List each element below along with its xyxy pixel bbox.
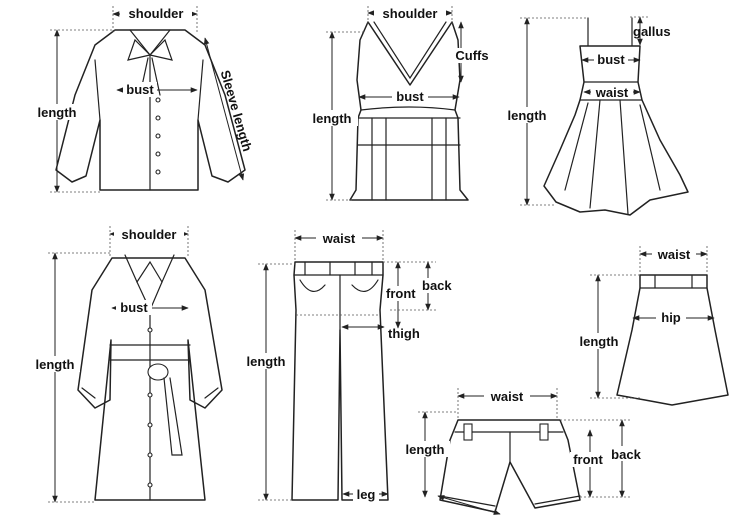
- pants-back-label: back: [422, 278, 452, 293]
- shirt-length-dim: length: [32, 29, 115, 193]
- skirt-waist-label: waist: [657, 247, 691, 262]
- pants-drawing: [291, 261, 389, 501]
- tank-cuffs-label: Cuffs: [455, 48, 488, 63]
- dress-drawing: [543, 17, 689, 216]
- shorts-waist-dim: waist: [457, 388, 558, 420]
- coat-shoulder-label: shoulder: [122, 227, 177, 242]
- skirt-hip-label: hip: [661, 310, 681, 325]
- shirt-bust-dim: bust: [116, 82, 198, 97]
- pants-length-label: length: [247, 354, 286, 369]
- dress-bust-dim: bust: [581, 52, 641, 67]
- tank-length-label: length: [313, 111, 352, 126]
- coat-bust-label: bust: [120, 300, 148, 315]
- shirt-buttons: [155, 97, 161, 175]
- shorts-front-label: front: [573, 452, 603, 467]
- skirt-drawing: [616, 274, 729, 406]
- pants-back-dim: back: [383, 261, 461, 311]
- pants-leg-dim: leg: [342, 487, 389, 502]
- coat-length-dim: length: [30, 252, 110, 503]
- shorts-length-label: length: [406, 442, 445, 457]
- shirt-bust-label: bust: [126, 82, 154, 97]
- dress-length-dim: length: [502, 17, 588, 206]
- shirt-drawing: [55, 29, 246, 191]
- dress-length-label: length: [508, 108, 547, 123]
- tank-bust-label: bust: [396, 89, 424, 104]
- dress-bust-label: bust: [597, 52, 625, 67]
- shorts-drawing: [439, 419, 581, 513]
- shorts-length-dim: length: [400, 411, 458, 498]
- dress-gallus-dim: gallus: [630, 16, 671, 46]
- skirt-length-label: length: [580, 334, 619, 349]
- pants-waist-dim: waist: [294, 230, 384, 262]
- shirt-shoulder-label: shoulder: [129, 6, 184, 21]
- pants-thigh-dim: thigh: [341, 324, 420, 341]
- skirt-length-dim: length: [574, 274, 640, 399]
- dress-gallus-label: gallus: [633, 24, 671, 39]
- coat-shoulder-dim: shoulder: [109, 226, 189, 258]
- shirt-shoulder-dim: shoulder: [112, 5, 198, 32]
- coat-buttons: [147, 327, 153, 488]
- pants-leg-label: leg: [357, 487, 376, 502]
- dress-waist-label: waist: [595, 85, 629, 100]
- shorts-back-dim: back: [560, 419, 646, 498]
- coat-drawing: [77, 254, 223, 501]
- coat-bust-dim: bust: [111, 300, 189, 315]
- tank-drawing: [349, 21, 469, 201]
- pants-front-dim: front: [386, 261, 420, 329]
- pants-front-label: front: [386, 286, 416, 301]
- pants-length-dim: length: [241, 263, 295, 501]
- tank-cuffs-dim: Cuffs: [451, 21, 493, 83]
- skirt-waist-dim: waist: [639, 246, 708, 275]
- tank-length-dim: length: [308, 31, 366, 201]
- shirt-length-label: length: [38, 105, 77, 120]
- pants-waist-label: waist: [322, 231, 356, 246]
- tank-shoulder-label: shoulder: [383, 6, 438, 21]
- skirt-hip-dim: hip: [632, 310, 715, 325]
- pants-thigh-label: thigh: [388, 326, 420, 341]
- coat-length-label: length: [36, 357, 75, 372]
- dress-waist-dim: waist: [583, 84, 641, 100]
- tank-bust-dim: bust: [358, 89, 460, 104]
- shorts-front-dim: front: [570, 429, 606, 498]
- shorts-waist-label: waist: [490, 389, 524, 404]
- shorts-back-label: back: [611, 447, 641, 462]
- shorts-leg-dim: [437, 495, 501, 515]
- tank-shoulder-dim: shoulder: [367, 5, 453, 24]
